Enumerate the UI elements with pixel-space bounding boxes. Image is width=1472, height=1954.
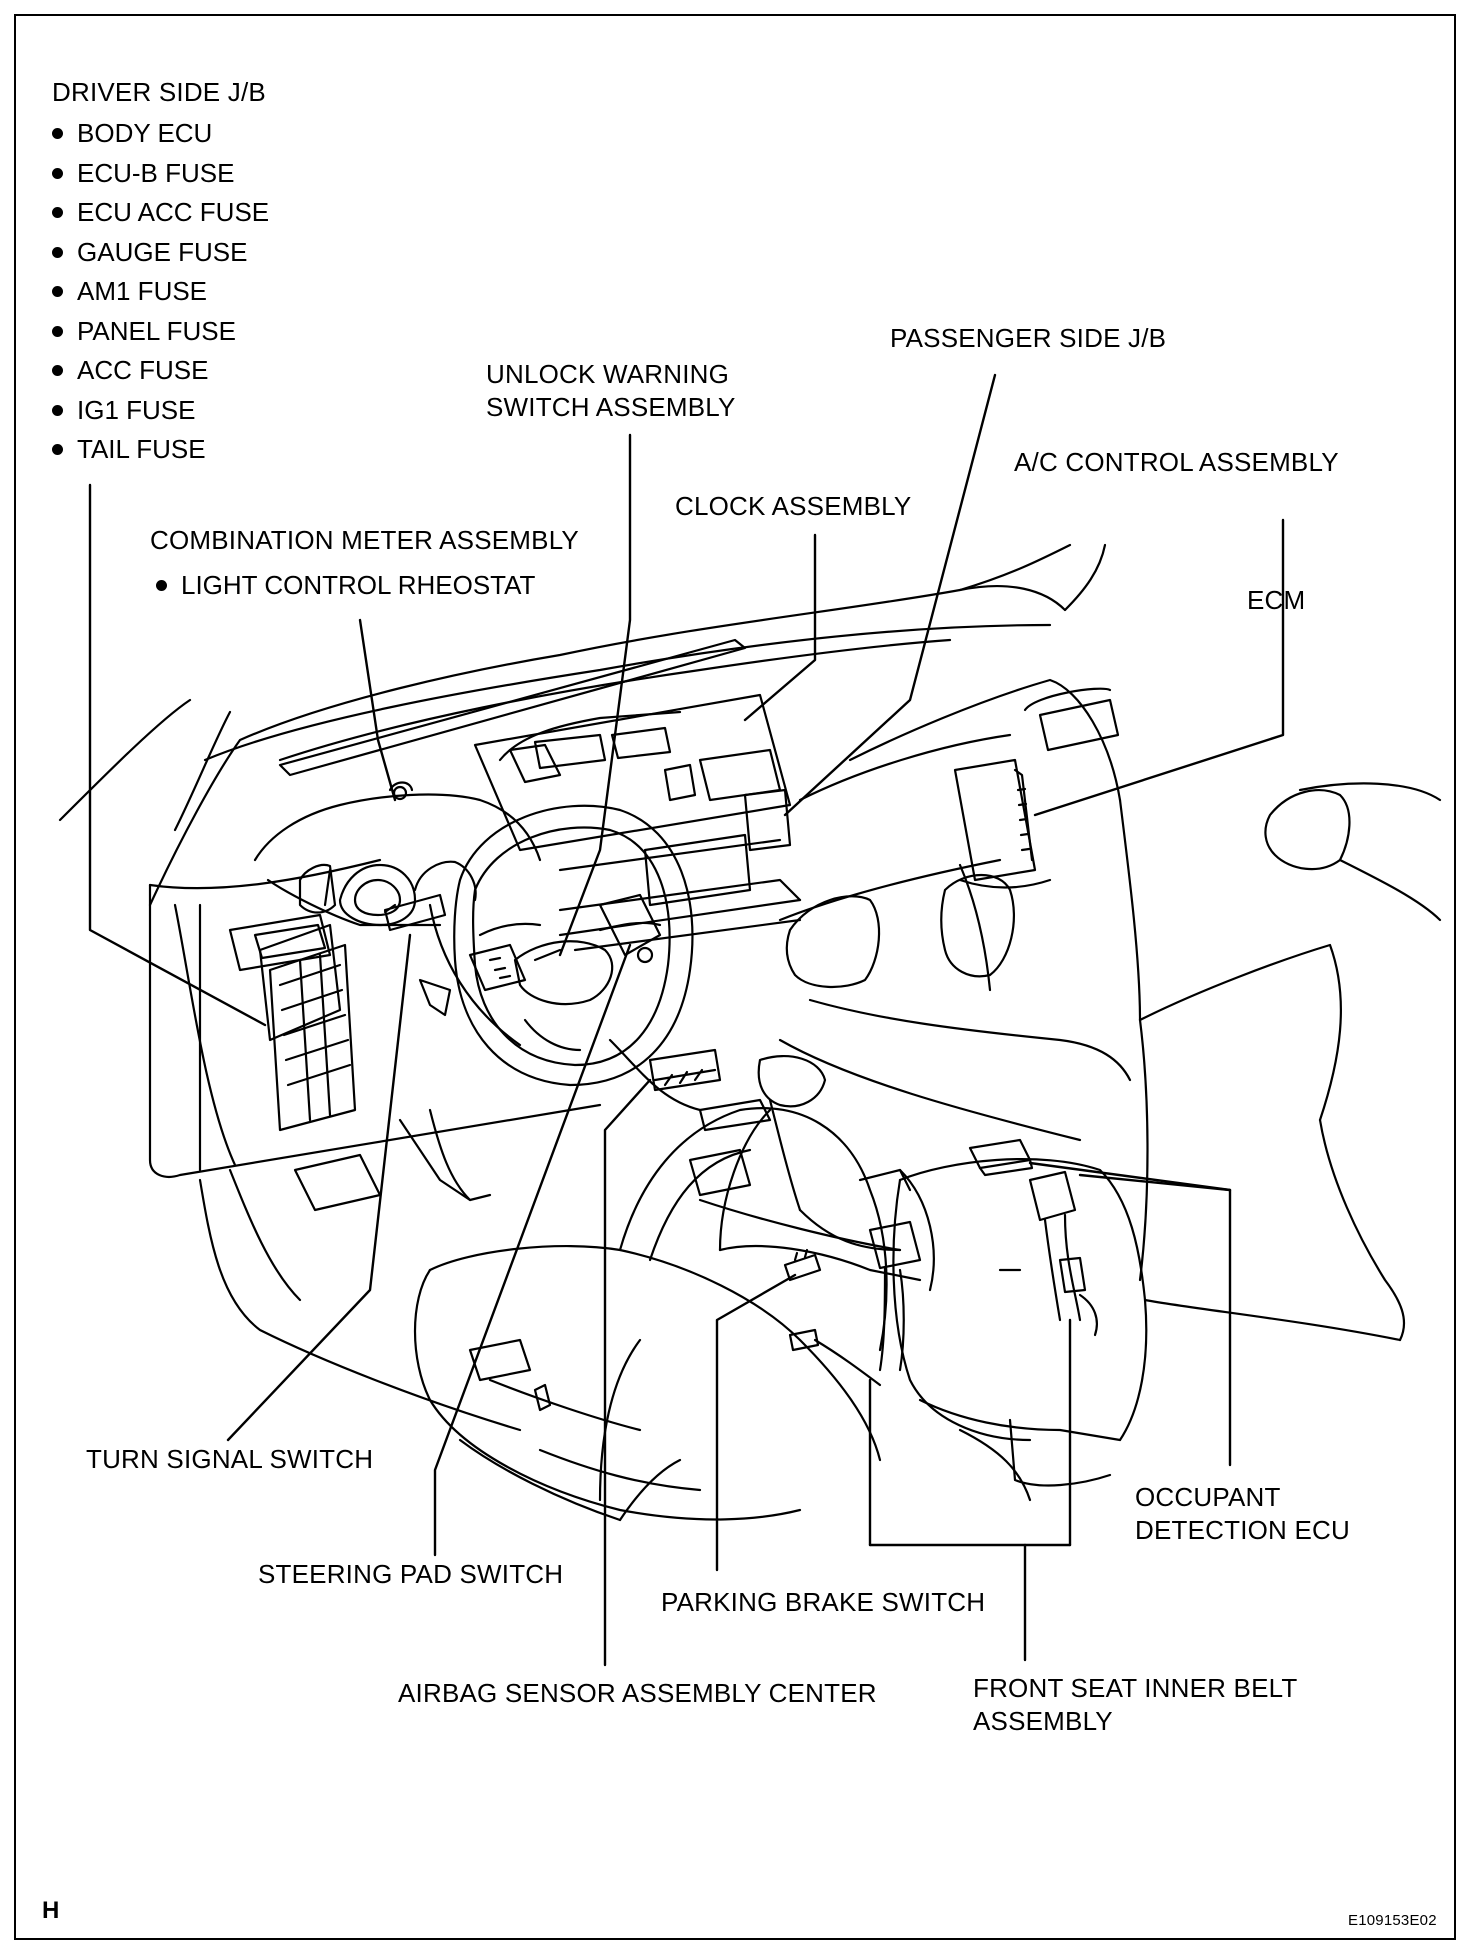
bullet-icon (156, 580, 167, 592)
unlock-warning-switch-label: UNLOCK WARNING SWITCH ASSEMBLY (486, 359, 736, 422)
bullet-icon (52, 167, 63, 179)
driver-jb-item: ACC FUSE (48, 351, 269, 391)
bullet-icon (52, 246, 63, 258)
driver-jb-item: AM1 FUSE (48, 272, 269, 312)
driver-jb-item: TAIL FUSE (48, 430, 269, 470)
bullet-icon (52, 207, 63, 219)
clock-assembly-label: CLOCK ASSEMBLY (675, 491, 912, 521)
bullet-icon (52, 365, 63, 377)
dashboard-drawing (58, 543, 1142, 1432)
leader-lines (88, 373, 1285, 1667)
section-letter: H (42, 1897, 60, 1924)
figure-border (14, 14, 1456, 1940)
bullet-icon (52, 404, 63, 416)
bullet-icon (52, 444, 63, 456)
driver-side-jb-items: BODY ECU ECU-B FUSE ECU ACC FUSE GAUGE F… (48, 114, 269, 470)
driver-jb-item: GAUGE FUSE (48, 233, 269, 273)
occupant-detection-ecu-label: OCCUPANT DETECTION ECU (1135, 1482, 1350, 1545)
passenger-side-jb-label: PASSENGER SIDE J/B (890, 323, 1167, 353)
steering-pad-switch-label: STEERING PAD SWITCH (258, 1559, 564, 1589)
airbag-sensor-center-label: AIRBAG SENSOR ASSEMBLY CENTER (398, 1678, 877, 1708)
combination-meter-label: COMBINATION METER ASSEMBLY (150, 525, 579, 555)
ecm-label: ECM (1247, 585, 1306, 615)
combination-meter-items: LIGHT CONTROL RHEOSTAT (152, 566, 535, 606)
parking-brake-switch-label: PARKING BRAKE SWITCH (661, 1587, 986, 1617)
driver-jb-item: BODY ECU (48, 114, 269, 154)
figure-id: E109153E02 (1348, 1912, 1437, 1929)
front-seat-inner-belt-label: FRONT SEAT INNER BELT ASSEMBLY (973, 1673, 1298, 1736)
console-drawing (688, 1055, 935, 1387)
combination-meter-item: LIGHT CONTROL RHEOSTAT (152, 566, 535, 606)
turn-signal-switch-label: TURN SIGNAL SWITCH (86, 1444, 374, 1474)
driver-side-jb-label: DRIVER SIDE J/B (52, 77, 266, 107)
driver-jb-item: ECU-B FUSE (48, 154, 269, 194)
bullet-icon (52, 325, 63, 337)
bullet-icon (52, 286, 63, 298)
seats-drawing (413, 758, 1442, 1522)
ecm-box (953, 758, 1052, 889)
bullet-icon (52, 128, 63, 140)
steering-wheel-drawing (383, 804, 694, 1087)
driver-jb-item: ECU ACC FUSE (48, 193, 269, 233)
driver-jb-item: IG1 FUSE (48, 391, 269, 431)
ac-control-assembly-label: A/C CONTROL ASSEMBLY (1014, 447, 1339, 477)
driver-jb-item: PANEL FUSE (48, 312, 269, 352)
driver-jb-box (268, 943, 357, 1132)
